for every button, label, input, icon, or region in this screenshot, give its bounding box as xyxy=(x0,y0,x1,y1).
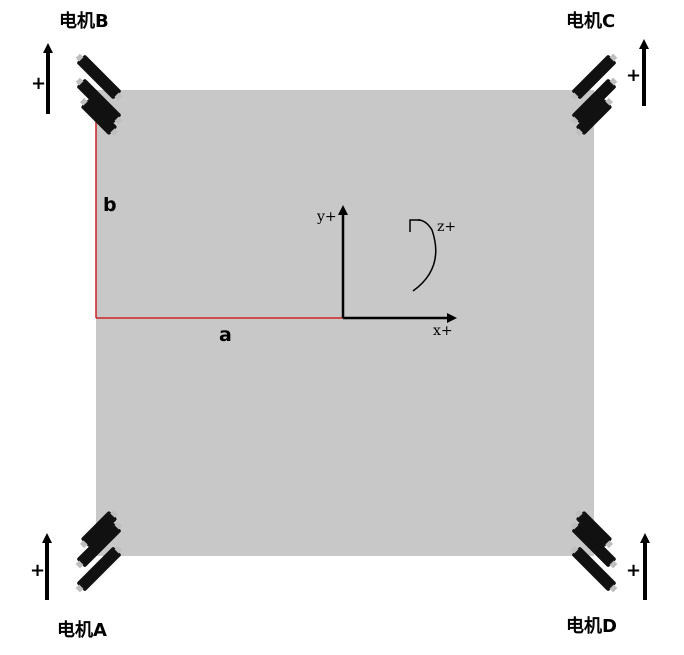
motor-c-label: 电机C xyxy=(566,10,615,32)
motor-d-wheel xyxy=(570,509,618,593)
motor-a-direction-label: + xyxy=(30,560,45,581)
roller xyxy=(79,97,119,137)
motor-b-direction-label: + xyxy=(31,73,46,94)
y-axis-label: y+ xyxy=(316,209,337,225)
dimension-label-a: a xyxy=(219,324,232,346)
motor-d-direction-label: + xyxy=(626,560,641,581)
roller xyxy=(570,77,618,125)
roller xyxy=(79,509,119,549)
roller xyxy=(75,77,123,125)
z-rotation-hook-icon xyxy=(409,219,420,232)
roller xyxy=(574,509,614,549)
roller xyxy=(75,53,123,101)
motor-a-wheel xyxy=(75,509,123,593)
z-axis-label: z+ xyxy=(437,219,456,235)
roller xyxy=(570,53,618,101)
roller xyxy=(75,545,123,593)
chassis-body xyxy=(96,90,594,556)
motor-d-label: 电机D xyxy=(566,615,617,637)
z-rotation-arc xyxy=(412,219,437,292)
roller xyxy=(570,545,618,593)
motor-a-label: 电机A xyxy=(57,619,107,641)
roller xyxy=(75,521,123,569)
roller xyxy=(570,521,618,569)
motor-b-wheel xyxy=(75,53,123,137)
roller xyxy=(574,97,614,137)
motor-c-wheel xyxy=(570,53,618,137)
dimension-label-b: b xyxy=(103,194,117,216)
motor-c-direction-label: + xyxy=(626,65,641,86)
x-axis-label: x+ xyxy=(433,323,453,339)
motor-b-label: 电机B xyxy=(59,10,109,32)
